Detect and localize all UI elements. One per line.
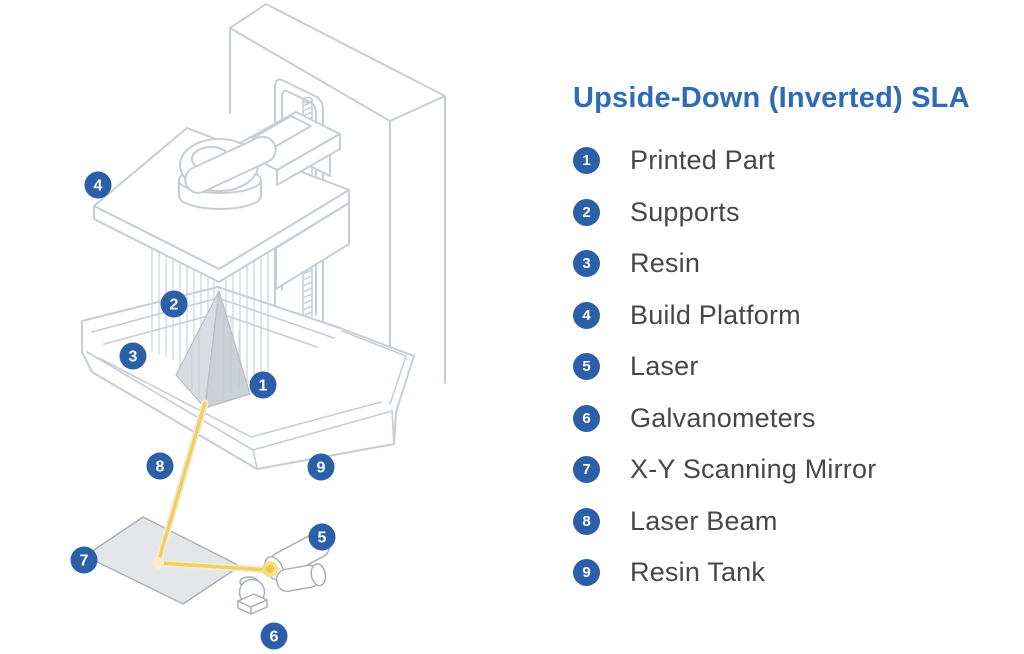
legend-badge-9: 9	[573, 559, 600, 586]
printer-tower	[229, 3, 446, 386]
tank-spout	[341, 330, 407, 405]
badge-6: 6	[260, 622, 288, 650]
legend-item-supports: 2 Supports	[573, 196, 1023, 227]
leadscrew-thread-top	[302, 101, 313, 127]
svg-text:1: 1	[259, 378, 268, 395]
svg-text:7: 7	[80, 553, 89, 570]
legend-panel: Upside-Down (Inverted) SLA 1 Printed Par…	[573, 82, 1023, 611]
legend-title: Upside-Down (Inverted) SLA	[573, 82, 970, 114]
legend-badge-2: 2	[573, 198, 600, 226]
legend-label-5: Laser	[630, 351, 699, 381]
badge-4: 4	[84, 171, 112, 199]
diagram-badges: 4 2 3 1 8 9 5	[70, 171, 336, 650]
tank-inner-front-rim	[98, 357, 382, 438]
galvo-cylinder	[275, 563, 327, 592]
svg-text:9: 9	[317, 460, 326, 477]
legend-badge-6: 6	[573, 404, 600, 432]
badge-7: 7	[70, 546, 98, 574]
legend-item-printed-part: 1 Printed Part	[573, 145, 1023, 175]
tank-silhouette	[81, 286, 415, 470]
printed-part	[175, 290, 251, 409]
svg-text:4: 4	[94, 178, 103, 195]
svg-text:6: 6	[270, 629, 279, 646]
legend-label-1: Printed Part	[630, 145, 775, 175]
legend-list: 1 Printed Part 2 Supports 3 Resin 4 Buil…	[573, 145, 1023, 587]
legend-badge-5: 5	[573, 353, 600, 380]
legend-badge-4: 4	[573, 301, 600, 329]
badge-9: 9	[307, 453, 335, 481]
legend-badge-8: 8	[573, 507, 600, 535]
tower-slot-inner	[281, 89, 317, 316]
badge-5: 5	[308, 523, 336, 551]
tank-rim-corners	[252, 410, 395, 469]
legend-label-8: Laser Beam	[630, 505, 778, 536]
part-streaks	[191, 310, 240, 398]
svg-text:5: 5	[318, 530, 327, 547]
legend-label-6: Galvanometers	[630, 402, 816, 433]
badge-8: 8	[146, 452, 174, 480]
legend-label-9: Resin Tank	[630, 557, 766, 587]
printer-diagram: 4 2 3 1 8 9 5	[70, 3, 446, 650]
badge-2: 2	[160, 290, 188, 318]
legend-badge-7: 7	[573, 456, 600, 483]
legend-item-build-platform: 4 Build Platform	[573, 299, 1023, 330]
legend-item-xy-scanning-mirror: 7 X-Y Scanning Mirror	[573, 454, 1023, 484]
legend-label-3: Resin	[630, 248, 701, 278]
badge-1: 1	[249, 371, 277, 399]
svg-text:8: 8	[156, 459, 165, 476]
badge-3: 3	[119, 342, 147, 370]
supports	[151, 248, 269, 390]
legend-item-resin-tank: 9 Resin Tank	[573, 557, 1023, 587]
legend-item-laser: 5 Laser	[573, 351, 1023, 381]
svg-text:3: 3	[129, 349, 138, 366]
beam-bend-glow	[152, 557, 164, 569]
knob-base-sides	[178, 180, 262, 196]
resin-tank	[81, 286, 415, 470]
tower-top-face	[229, 3, 446, 122]
legend-badge-1: 1	[573, 147, 600, 174]
platform-mount-block	[275, 202, 350, 290]
knob-base-bottom	[178, 195, 262, 210]
laser-beam	[152, 399, 278, 577]
knob-grip	[184, 135, 277, 194]
svg-text:2: 2	[170, 297, 179, 314]
legend-label-7: X-Y Scanning Mirror	[630, 454, 877, 484]
legend-label-2: Supports	[630, 196, 740, 227]
build-platform	[93, 111, 350, 290]
galvo-base-box	[237, 593, 268, 615]
legend-item-galvanometers: 6 Galvanometers	[573, 402, 1023, 433]
platform-arm-side	[276, 133, 341, 186]
tower-slot-outer	[274, 78, 324, 323]
legend-label-4: Build Platform	[630, 299, 801, 330]
legend-item-laser-beam: 8 Laser Beam	[573, 505, 1023, 536]
legend-badge-3: 3	[573, 250, 600, 277]
legend-item-resin: 3 Resin	[573, 248, 1023, 278]
